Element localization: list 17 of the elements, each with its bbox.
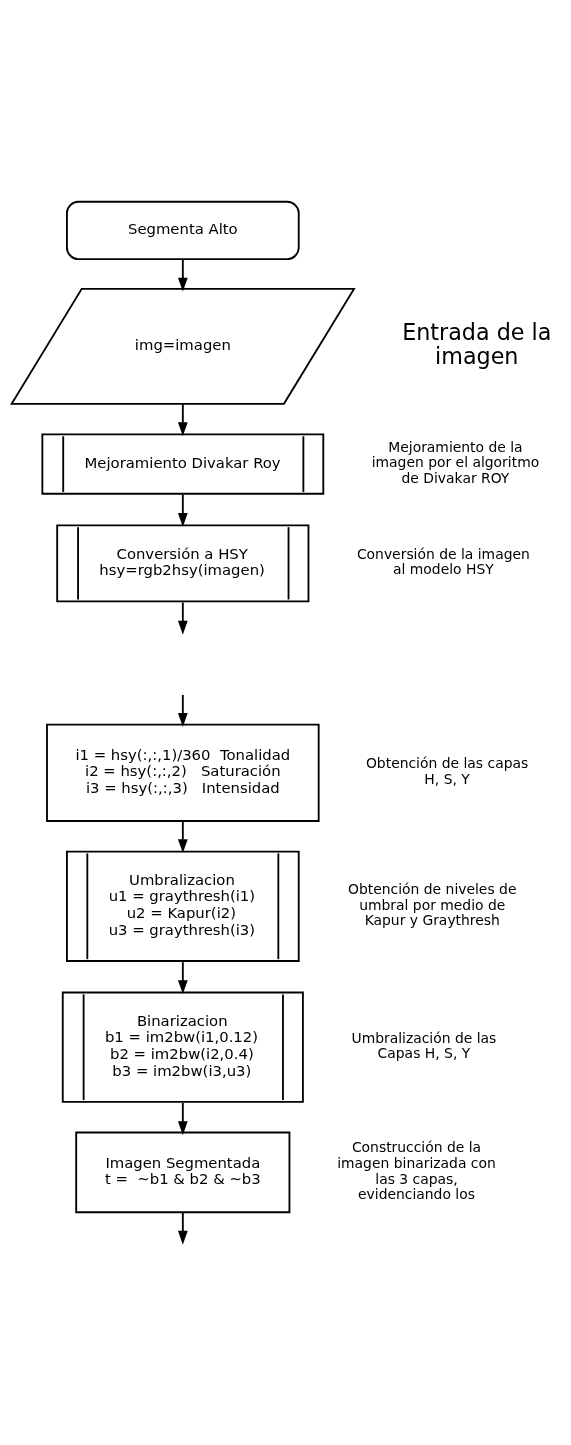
arrow [177,493,188,528]
node-box: i1 = hsy(:,:,1)/360 Tonalidad i2 = hsy(:,:,2) Saturación i3 = hsy(:,:,3) Intensidad [46,723,320,822]
node-label: Obtención de niveles de umbral por medio de Kapur y Graythresh [348,880,517,929]
node-label: Conversión de la imagen al modelo HSY [356,545,530,578]
arrow [177,258,188,292]
arrow [177,1102,188,1136]
arrow [177,694,188,727]
node-label: Construcción de la imagen binarizada con las 3 capas, evidenciando los [337,1139,496,1203]
node-box: Segmenta Alto [66,200,300,261]
arrow [177,961,188,995]
node-label: Umbralización de las Capas H, S, Y [351,1029,497,1062]
node-box: Imagen Segmentada t = ~b1 & b2 & ~b3 [75,1131,291,1214]
node-label: Mejoramiento de la imagen por el algoritmo de Divakar ROY [371,438,540,487]
arrow [177,820,188,854]
node-label: Obtención de las capas H, S, Y [365,755,529,787]
arrow [177,402,188,437]
node-label: Entrada de la imagen [402,319,552,370]
